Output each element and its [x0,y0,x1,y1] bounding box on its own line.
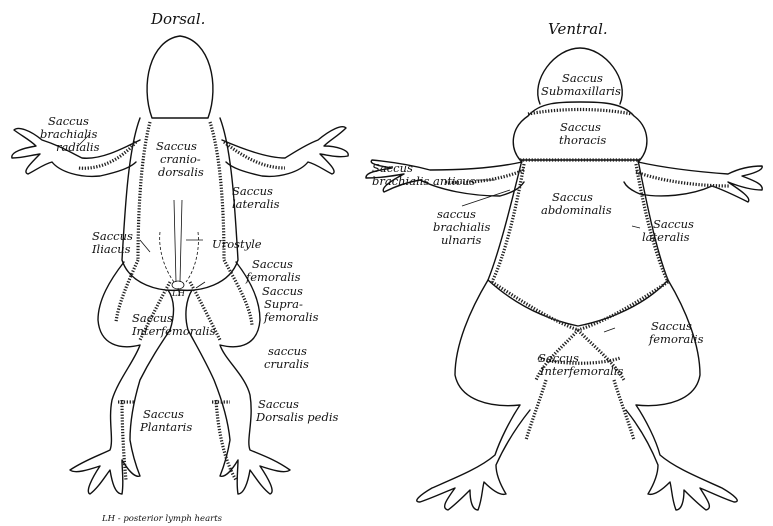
ventral-title: Ventral. [548,20,608,38]
label-saccus-brachialis-ulnaris: saccus brachialis ulnaris [433,207,494,247]
label-saccus-interfemoralis-dorsal: Saccus Interfemoralis [131,311,215,338]
label-saccus-thoracis: Saccus thoracis [559,120,606,147]
label-saccus-femoralis-dorsal: Saccus femoralis [245,257,301,284]
label-urostyle: Urostyle [212,237,262,251]
label-saccus-brachialis-anticus: Saccus brachialis anticus [372,161,475,188]
label-saccus-dorsalis-pedis: Saccus Dorsalis pedis [255,397,339,424]
label-lh: LH [171,289,186,299]
label-saccus-plantaris: Saccus Plantaris [139,407,192,434]
label-saccus-femoralis-ventral: Saccus femoralis [648,319,704,346]
ventral-frog-drawing [366,48,762,510]
label-saccus-cruralis: saccus cruralis [264,344,311,371]
label-saccus-brachialis-radialis: Saccus brachialis radialis [40,114,101,154]
label-saccus-iliacus: Saccus Iliacus [91,229,137,256]
label-saccus-lateralis-dorsal: Saccus lateralis [232,184,280,211]
label-saccus-craniodorsalis: Saccus cranio- dorsalis [156,139,204,179]
label-saccus-interfemoralis-ventral: Saccus Interfemoralis [538,351,623,378]
dorsal-title: Dorsal. [150,10,205,28]
footnote-lh-definition: LH - posterior lymph hearts [101,514,223,524]
label-saccus-submaxillaris: Saccus Submaxillaris [541,71,621,98]
label-saccus-suprafemoralis: Saccus Supra- femoralis [262,284,319,324]
label-saccus-abdominalis: Saccus abdominalis [541,190,612,217]
